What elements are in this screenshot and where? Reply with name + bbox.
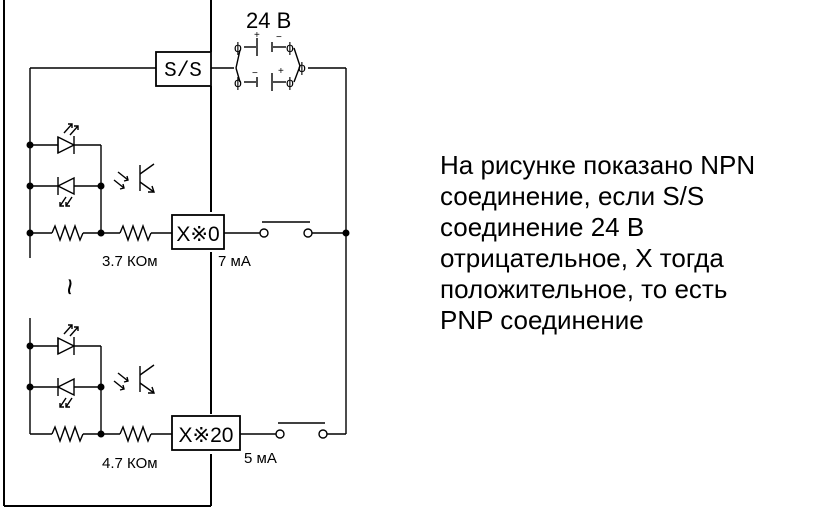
junction-dots — [26, 141, 350, 438]
led-icon — [57, 135, 76, 155]
plc-module-outline — [3, 0, 212, 507]
input-terminal-x20 — [171, 415, 241, 451]
phototransistor-icon — [113, 163, 155, 193]
note-line: На рисунке показано NPN — [440, 150, 756, 180]
explanation-note: На рисунке показано NPN соединение, если… — [440, 150, 824, 336]
terminal-symbol: ϕ — [234, 74, 242, 90]
resistor-first-label: 3.7 КОм — [102, 253, 158, 270]
resistor-icon — [51, 223, 84, 243]
phototransistor-icon — [113, 364, 155, 394]
led-icon — [56, 176, 75, 196]
input-terminal-x0 — [171, 214, 225, 250]
current-last-label: 5 мА — [244, 450, 277, 467]
resistor-last-label: 4.7 КОм — [102, 455, 158, 472]
plus-sign: + — [278, 66, 284, 77]
resistor-icon — [119, 424, 152, 444]
switch-contact-icon — [318, 429, 328, 439]
led-icon — [57, 336, 76, 356]
internal-common-bus — [29, 67, 156, 434]
note-line: соединение, если S/S — [440, 181, 705, 211]
channel-ellipsis: ~ — [53, 278, 86, 296]
switch-contact-icon — [259, 228, 269, 238]
terminal-symbol: ϕ — [286, 74, 294, 90]
resistor-icon — [51, 424, 84, 444]
input-channel-0: X※0 3.7 КОм 7 мА — [30, 123, 346, 270]
common-terminal-label: S/S — [164, 60, 202, 83]
note-line: отрицательное, X тогда — [440, 243, 724, 273]
minus-sign: − — [276, 32, 282, 43]
note-line: PNP соединение — [440, 305, 644, 335]
note-line: положительное, то есть — [440, 274, 728, 304]
note-line: соединение 24 В — [440, 212, 645, 242]
switch-contact-icon — [275, 429, 285, 439]
input-terminal-x20-label: X※20 — [179, 424, 234, 447]
terminal-symbol: ϕ — [234, 39, 242, 55]
input-terminal-x0-label: X※0 — [176, 223, 219, 246]
input-channel-20: X※20 4.7 КОм 5 мА — [30, 324, 346, 472]
supply-voltage-label: 24 В — [246, 8, 291, 33]
led-icon — [56, 377, 75, 397]
common-terminal-ss: S/S — [155, 51, 212, 87]
current-first-label: 7 мА — [218, 253, 251, 270]
plus-sign: + — [254, 30, 260, 41]
resistor-icon — [119, 223, 152, 243]
terminal-symbol: ϕ — [286, 39, 294, 55]
terminal-symbol: ϕ — [298, 59, 306, 75]
external-power-supply: 24 В ϕ + − ϕ ϕ − + ϕ ϕ — [211, 8, 347, 434]
switch-contact-icon — [303, 228, 313, 238]
minus-sign: − — [252, 68, 258, 79]
